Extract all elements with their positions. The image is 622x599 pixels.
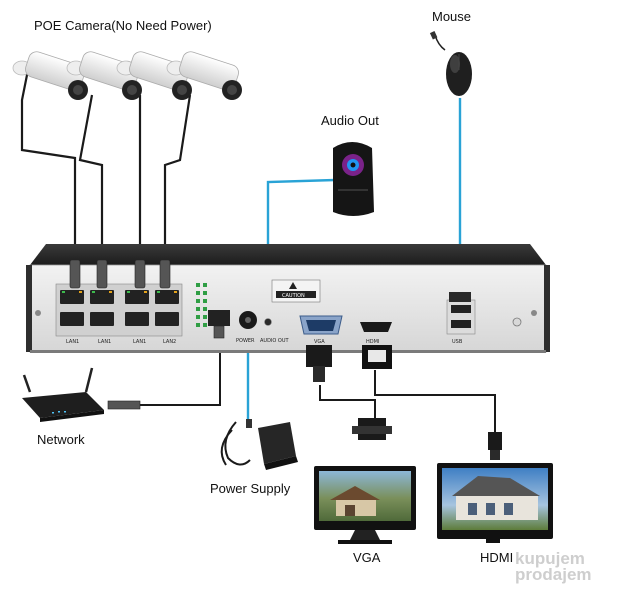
mouse-label: Mouse (432, 9, 472, 24)
hdmi-monitor (437, 463, 553, 543)
uplink-port (208, 310, 230, 339)
power-jack (239, 311, 257, 329)
power-supply-icon (220, 419, 298, 470)
vga-port-label: VGA (314, 339, 325, 345)
rj45-plug-3 (134, 259, 146, 289)
poe-camera-1 (12, 51, 88, 100)
poe-camera-4 (166, 51, 242, 100)
camera-cables (20, 69, 192, 262)
router-icon (22, 367, 141, 422)
camera-cable-2 (78, 94, 104, 262)
hdmi-label: HDMI (480, 550, 514, 565)
lan-label-3: LAN1 (133, 339, 146, 345)
poe-camera-3 (116, 51, 192, 100)
hdmi-cable (374, 370, 496, 432)
lan-label-2: LAN1 (98, 339, 111, 345)
caution-label: CAUTION (282, 293, 305, 299)
usb-port-label: USB (452, 339, 463, 345)
hdmi-connector (362, 345, 502, 460)
lan-label-1: LAN1 (66, 339, 79, 345)
usb-plug (449, 292, 471, 302)
caution-sticker (271, 279, 321, 303)
vga-monitor (314, 466, 416, 544)
audio-out-label: Audio Out (321, 113, 379, 128)
rj45-plug-1 (69, 259, 81, 289)
network-label: Network (37, 432, 85, 447)
hdmi-port (360, 322, 392, 332)
power-port-label: POWER (236, 338, 255, 344)
lan-port-block (55, 259, 183, 337)
network-cable-plug (107, 400, 141, 410)
lan-label-4: LAN2 (163, 339, 176, 345)
vga-connector (306, 345, 392, 440)
usb-ports (446, 292, 476, 335)
network-cable (140, 338, 221, 406)
audio-out-port-label: AUDIO OUT (260, 338, 290, 344)
vga-cable (319, 385, 376, 418)
poe-camera-2 (66, 51, 142, 100)
vga-label: VGA (353, 550, 381, 565)
vga-port (299, 315, 343, 335)
watermark-line-2: prodajem (515, 565, 592, 584)
rj45-plug-4 (159, 259, 171, 289)
watermark-line-1: kupujem (515, 549, 585, 568)
hdmi-port-label: HDMI (366, 339, 379, 345)
watermark: kupujem prodajem (515, 549, 592, 584)
speaker-icon (333, 142, 374, 216)
rj45-plug-2 (96, 259, 108, 289)
camera-cable-4 (163, 94, 192, 262)
mouse-icon (429, 31, 472, 96)
indicator-grid (196, 283, 207, 327)
camera-cable-1 (20, 69, 77, 262)
audio-out-port (264, 318, 272, 326)
poe-camera-label: POE Camera(No Need Power) (34, 18, 212, 33)
power-supply-label: Power Supply (210, 481, 291, 496)
